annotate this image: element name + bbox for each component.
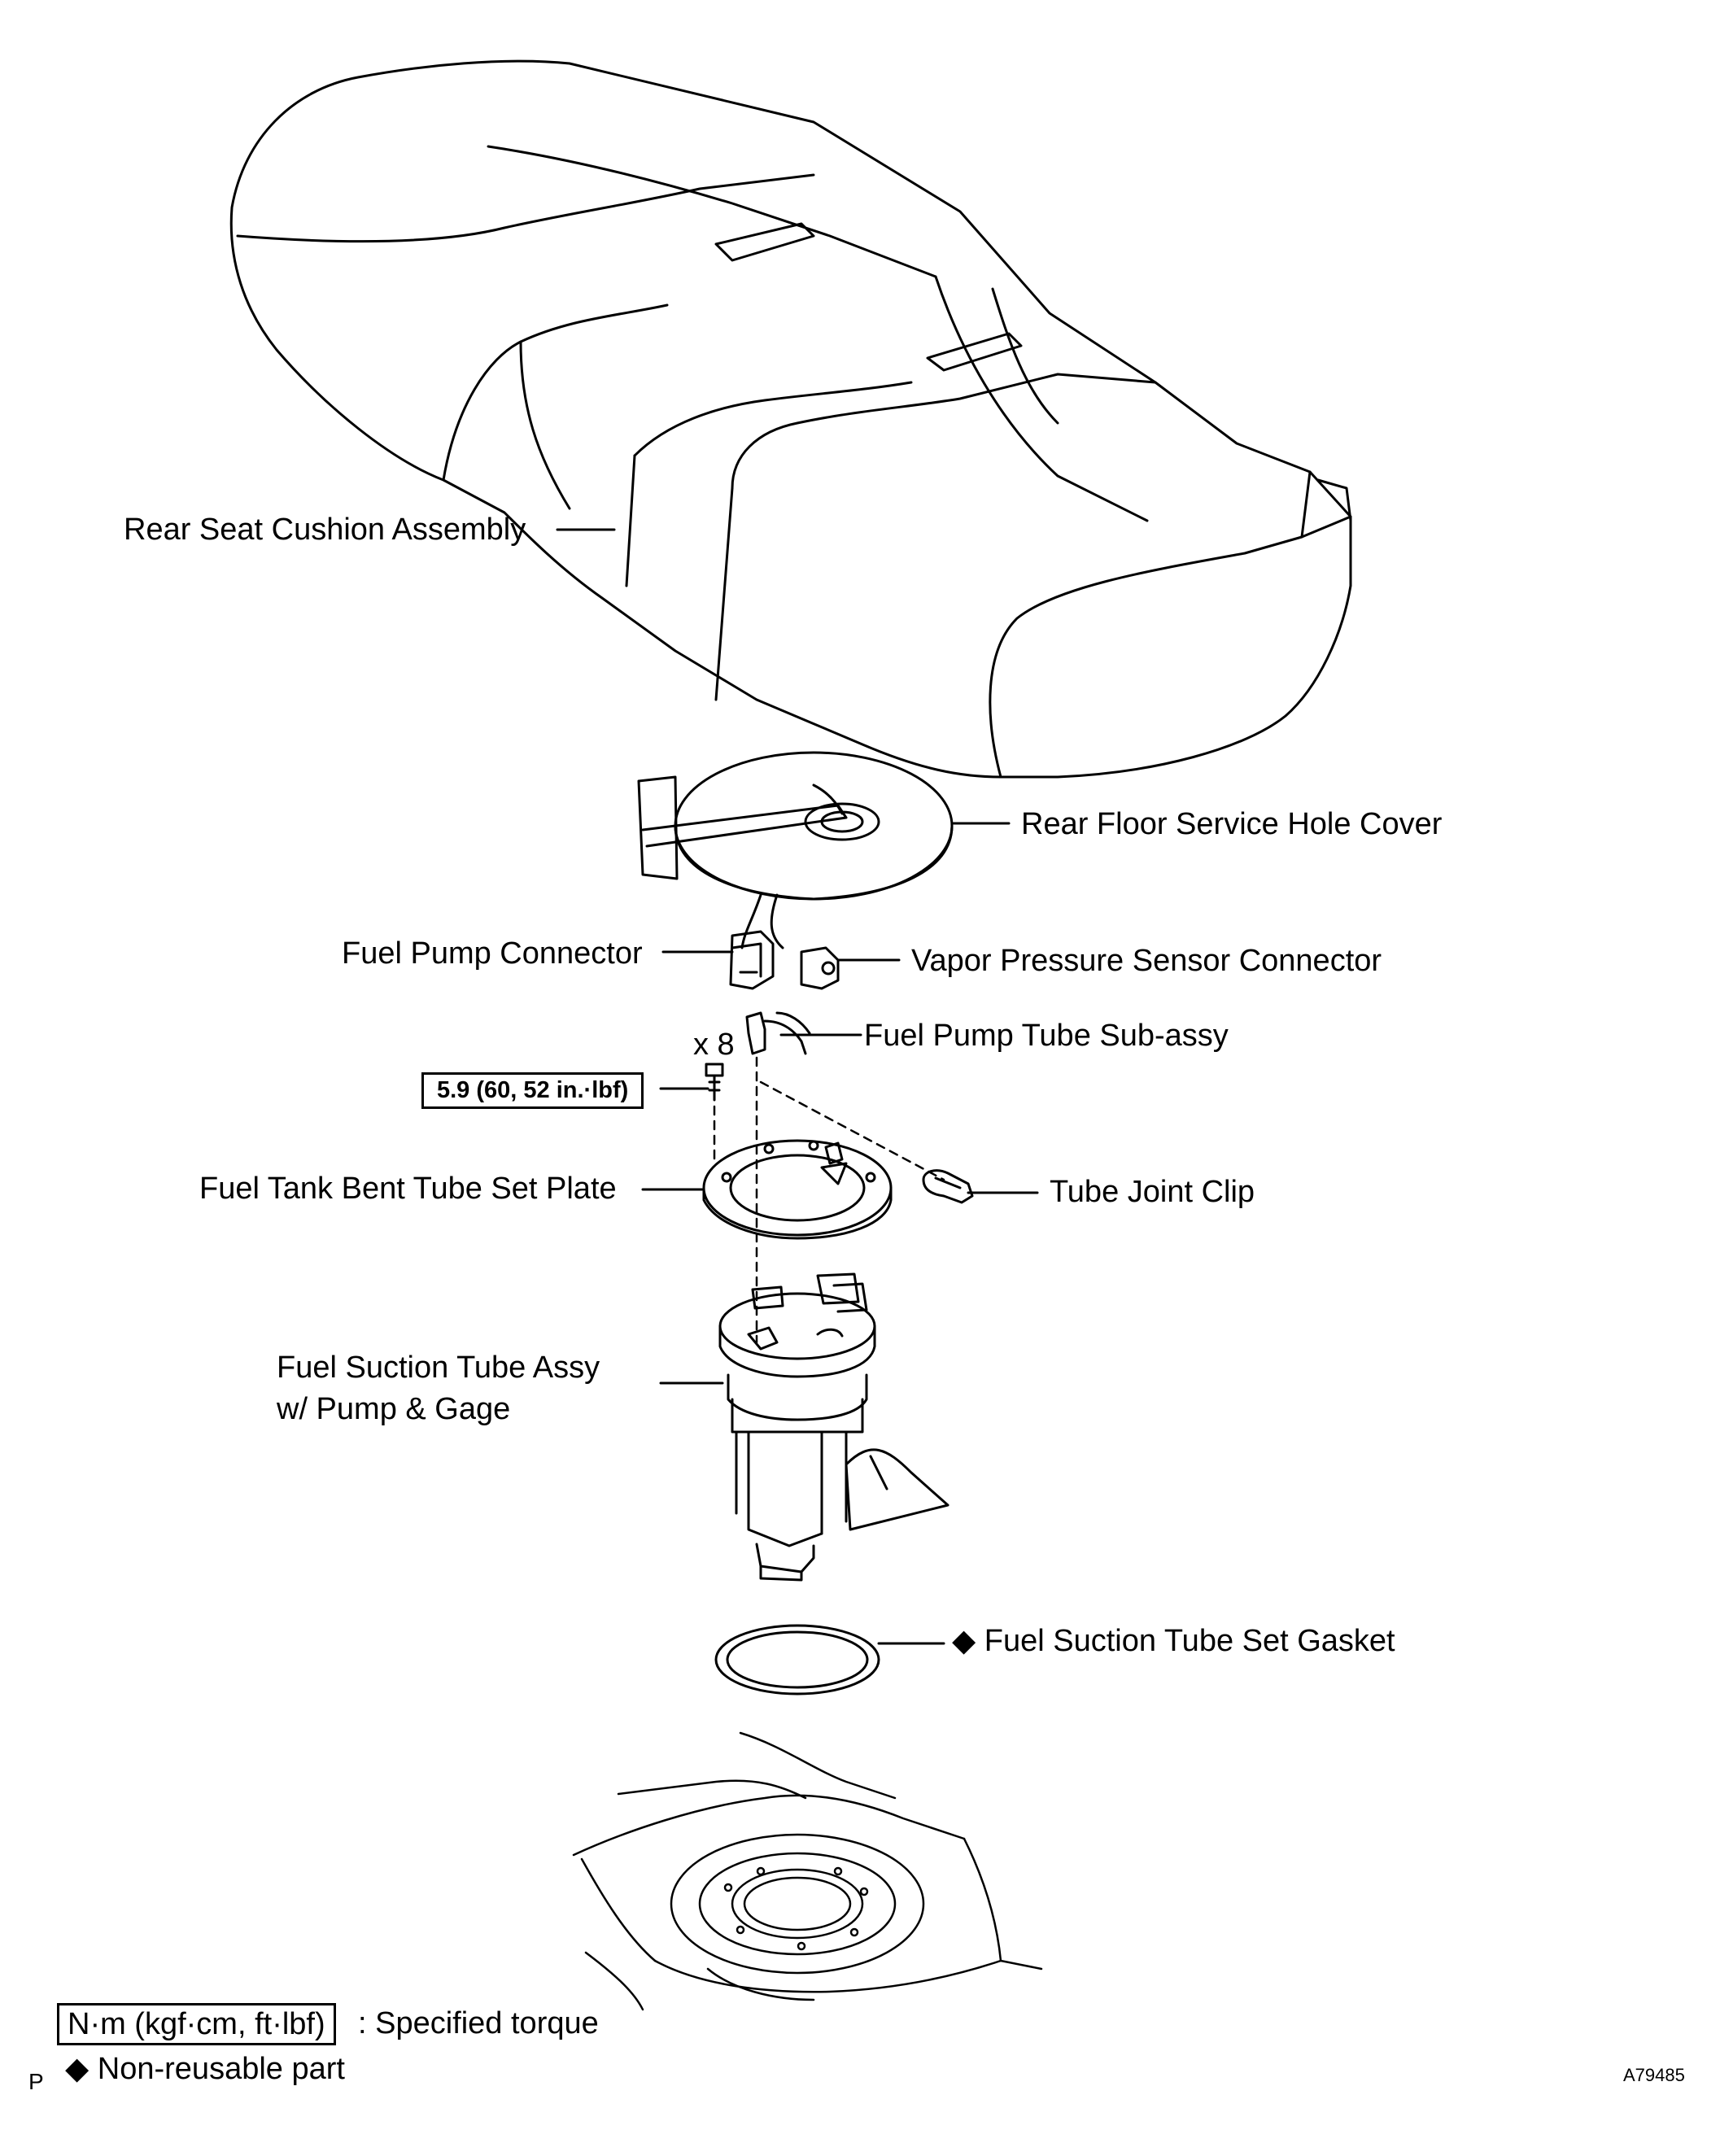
- label-service-cover: Rear Floor Service Hole Cover: [1021, 807, 1443, 841]
- legend-nonreusable: ◆ Non-reusable part: [65, 2052, 345, 2086]
- legend-torque-units: N·m (kgf·cm, ft·lbf): [57, 2003, 336, 2045]
- label-vapor-connector: Vapor Pressure Sensor Connector: [911, 944, 1382, 978]
- fuel-pump-tube-drawing: [745, 1011, 811, 1055]
- legend-torque-desc: : Specified torque: [358, 2006, 599, 2040]
- fuel-tank-drawing: [572, 1731, 1043, 2011]
- label-suction-tube-line2: w/ Pump & Gage: [277, 1392, 511, 1426]
- label-qty: x 8: [693, 1028, 735, 1062]
- fuel-suction-tube-drawing: [718, 1272, 949, 1582]
- assembly-dashed-lines: [713, 1056, 945, 1344]
- corner-mark-left: P: [28, 2069, 44, 2094]
- gasket-drawing: [714, 1624, 880, 1696]
- label-rear-seat: Rear Seat Cushion Assembly: [124, 513, 526, 547]
- label-pump-tube: Fuel Pump Tube Sub-assy: [864, 1019, 1229, 1053]
- pump-connector-drawing: [729, 930, 775, 990]
- label-gasket: ◆ Fuel Suction Tube Set Gasket: [952, 1624, 1395, 1658]
- torque-box: 5.9 (60, 52 in.·lbf): [421, 1072, 644, 1109]
- label-joint-clip: Tube Joint Clip: [1050, 1175, 1255, 1209]
- service-hole-cover-drawing: [637, 751, 954, 949]
- label-pump-connector: Fuel Pump Connector: [342, 936, 643, 971]
- set-plate-drawing: [702, 1139, 893, 1240]
- label-suction-tube-line1: Fuel Suction Tube Assy: [277, 1351, 600, 1385]
- figure-id: A79485: [1623, 2065, 1685, 2085]
- rear-seat-cushion-drawing: [229, 59, 1352, 779]
- vapor-connector-drawing: [800, 946, 840, 990]
- bolt-drawing: [705, 1063, 724, 1102]
- label-set-plate: Fuel Tank Bent Tube Set Plate: [199, 1172, 617, 1206]
- tube-joint-clip-drawing: [922, 1169, 974, 1204]
